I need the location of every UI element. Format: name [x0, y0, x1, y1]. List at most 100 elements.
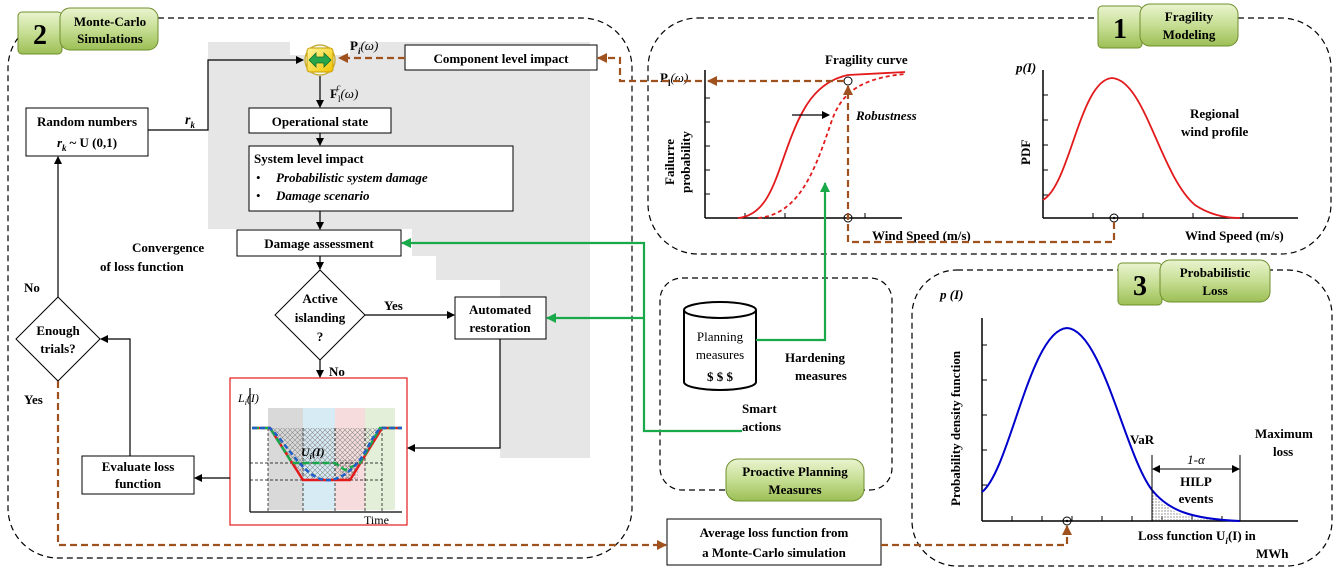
component-impact-box — [404, 44, 598, 71]
hardening-label-2: measures — [795, 368, 847, 383]
system-bullet-2: Damage scenario — [275, 188, 370, 203]
planning-measures-cylinder: Planning measures $ $ $ — [683, 301, 757, 391]
pdf-curve — [1042, 77, 1241, 219]
arrow-random-to-switch — [148, 56, 304, 131]
inset-blue-curve — [252, 426, 402, 482]
system-bullet-2-dot: • — [256, 188, 261, 203]
system-bullet-1-dot: • — [256, 170, 261, 185]
pdf-text-1: Regional — [1190, 106, 1240, 121]
loss-tail-fill — [1152, 490, 1240, 521]
inset-area-label: Ui(I) — [301, 445, 325, 461]
proactive-badge: Proactive Planning Measures — [725, 458, 865, 502]
proactive-panel: Planning measures $ $ $ Hardening measur… — [659, 277, 893, 502]
max-loss-label-2: loss — [1273, 444, 1293, 459]
random-numbers-dist: rk~ U (0,1) — [57, 135, 117, 153]
pdf-text-2: wind profile — [1181, 124, 1249, 139]
active-islanding-3: ? — [317, 329, 324, 344]
arrow-evaluate-to-trials — [100, 335, 131, 456]
pdf-ticks — [1043, 94, 1244, 218]
fragility-ticks — [705, 97, 866, 218]
fragility-x-label: Wind Speed (m/s) — [872, 228, 971, 243]
fragility-panel-border — [647, 17, 1332, 255]
cylinder-text-1: Planning — [697, 329, 744, 344]
fragility-curve-solid — [737, 71, 906, 219]
automated-restoration-box — [454, 296, 547, 340]
yes-trials-label: Yes — [24, 392, 43, 407]
automated-restoration-1: Automated — [469, 302, 532, 317]
robustness-label: Robustness — [855, 108, 917, 123]
active-islanding-2: islanding — [295, 310, 346, 325]
arrow-fragility-to-component — [597, 53, 702, 83]
active-islanding-1: Active — [302, 291, 338, 306]
system-bullet-1: Probabilistic system damage — [276, 170, 428, 185]
var-label: VaR — [1130, 432, 1155, 447]
pdf-y-label: PDF — [1018, 140, 1033, 165]
loss-x-label-2: MWh — [1256, 546, 1289, 561]
convergence-label-1: Convergence — [132, 240, 204, 255]
monte-carlo-badge-title-2: Simulations — [77, 31, 143, 46]
average-loss-box — [666, 518, 882, 566]
max-loss-label-1: Maximum — [1255, 426, 1313, 441]
monte-carlo-panel: 2 Monte-Carlo Simulations Pi(ω) Flc(ω) C… — [7, 7, 633, 559]
arrow-average-to-loss — [881, 525, 1072, 547]
fragility-badge: 1 Fragility Modeling — [1097, 3, 1239, 49]
average-loss-2: a Monte-Carlo simulation — [702, 545, 846, 560]
loss-pdf-curve — [981, 326, 1241, 522]
component-impact-text: Component level impact — [433, 51, 569, 66]
loss-y-label: Probability density function — [948, 350, 963, 506]
loss-x-label-1: Loss function Ui(I) in — [1138, 528, 1257, 546]
fragility-curve-title: Fragility curve — [825, 52, 908, 67]
automated-restoration-2: restoration — [469, 320, 531, 335]
alpha-label: 1-α — [1187, 452, 1206, 467]
arrow-wind-to-fragility — [843, 85, 1116, 244]
no-trials-label: No — [24, 280, 40, 295]
component-switch-icon — [304, 44, 336, 76]
fl-omega-label: Flc(ω) — [330, 82, 358, 104]
proactive-badge-title-2: Measures — [768, 482, 821, 497]
loss-y-title: p (I) — [939, 287, 963, 302]
smart-label-2: actions — [742, 419, 781, 434]
pi-omega-label: Pi(ω) — [350, 38, 378, 56]
hilp-label-1: HILP — [1180, 474, 1212, 489]
enough-trials-2: trials? — [40, 341, 75, 356]
evaluate-loss-box — [81, 455, 195, 495]
inset-x-label: Time — [364, 513, 389, 527]
arrow-restoration-to-inset — [407, 339, 501, 452]
inset-green-curve — [252, 426, 402, 472]
average-loss-1: Average loss function from — [700, 525, 849, 540]
hilp-label-2: events — [1179, 491, 1214, 506]
enough-trials-diamond — [15, 296, 101, 382]
damage-assessment-box — [236, 229, 402, 257]
rk-label: rk — [185, 113, 195, 130]
fragility-marker-top — [843, 76, 853, 86]
loss-badge-title-1: Probabilistic — [1180, 265, 1251, 280]
fragility-p-label: Pl(ω) — [660, 70, 688, 88]
fragility-panel: 1 Fragility Modeling Failurre probabilit… — [647, 3, 1332, 255]
monte-carlo-badge: 2 Monte-Carlo Simulations — [17, 7, 159, 55]
loss-badge-number: 3 — [1133, 271, 1147, 302]
fragility-y-label-1: Failurre — [662, 139, 677, 185]
pdf-x-label: Wind Speed (m/s) — [1185, 228, 1284, 243]
inset-y-label: Li(I) — [237, 391, 259, 407]
damage-assessment-text: Damage assessment — [264, 236, 374, 251]
system-impact-title: System level impact — [254, 151, 364, 166]
operational-state-text: Operational state — [272, 114, 369, 129]
arrow-hardening-to-fragility — [756, 182, 830, 342]
operational-state-box — [248, 107, 392, 134]
convergence-label-2: of loss function — [100, 259, 185, 274]
pdf-title: p(I) — [1015, 60, 1036, 75]
arrow-smart-to-damage — [401, 238, 742, 433]
evaluate-loss-1: Evaluate loss — [102, 459, 175, 474]
evaluate-loss-2: function — [115, 476, 162, 491]
cylinder-text-3: $ $ $ — [707, 369, 734, 384]
random-numbers-title: Random numbers — [37, 114, 137, 129]
loss-badge-title-2: Loss — [1202, 283, 1227, 298]
fragility-badge-number: 1 — [1113, 14, 1127, 45]
no-active-label: No — [329, 364, 345, 379]
fragility-y-label-2: probability — [678, 131, 693, 193]
enough-trials-1: Enough — [36, 323, 80, 338]
monte-carlo-badge-title-1: Monte-Carlo — [74, 14, 146, 29]
proactive-badge-title-1: Proactive Planning — [742, 464, 848, 479]
system-impact-box — [248, 145, 514, 212]
